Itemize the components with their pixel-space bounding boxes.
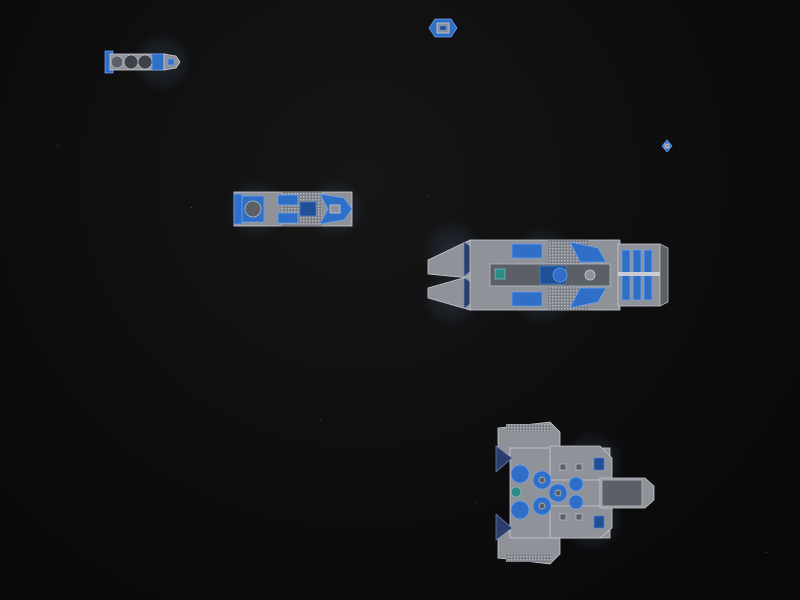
ship-tiny-right[interactable] <box>660 139 674 153</box>
ship-drone-top[interactable] <box>425 15 461 41</box>
star <box>320 420 321 421</box>
ship-small-top-left[interactable] <box>100 32 195 92</box>
star <box>57 145 58 146</box>
ship-station-bottom[interactable] <box>490 418 660 568</box>
ship-medium-left[interactable] <box>222 178 372 240</box>
star <box>476 502 477 503</box>
star <box>428 196 429 197</box>
star <box>766 552 767 553</box>
ship-large-center[interactable] <box>420 218 670 333</box>
star <box>191 207 192 208</box>
